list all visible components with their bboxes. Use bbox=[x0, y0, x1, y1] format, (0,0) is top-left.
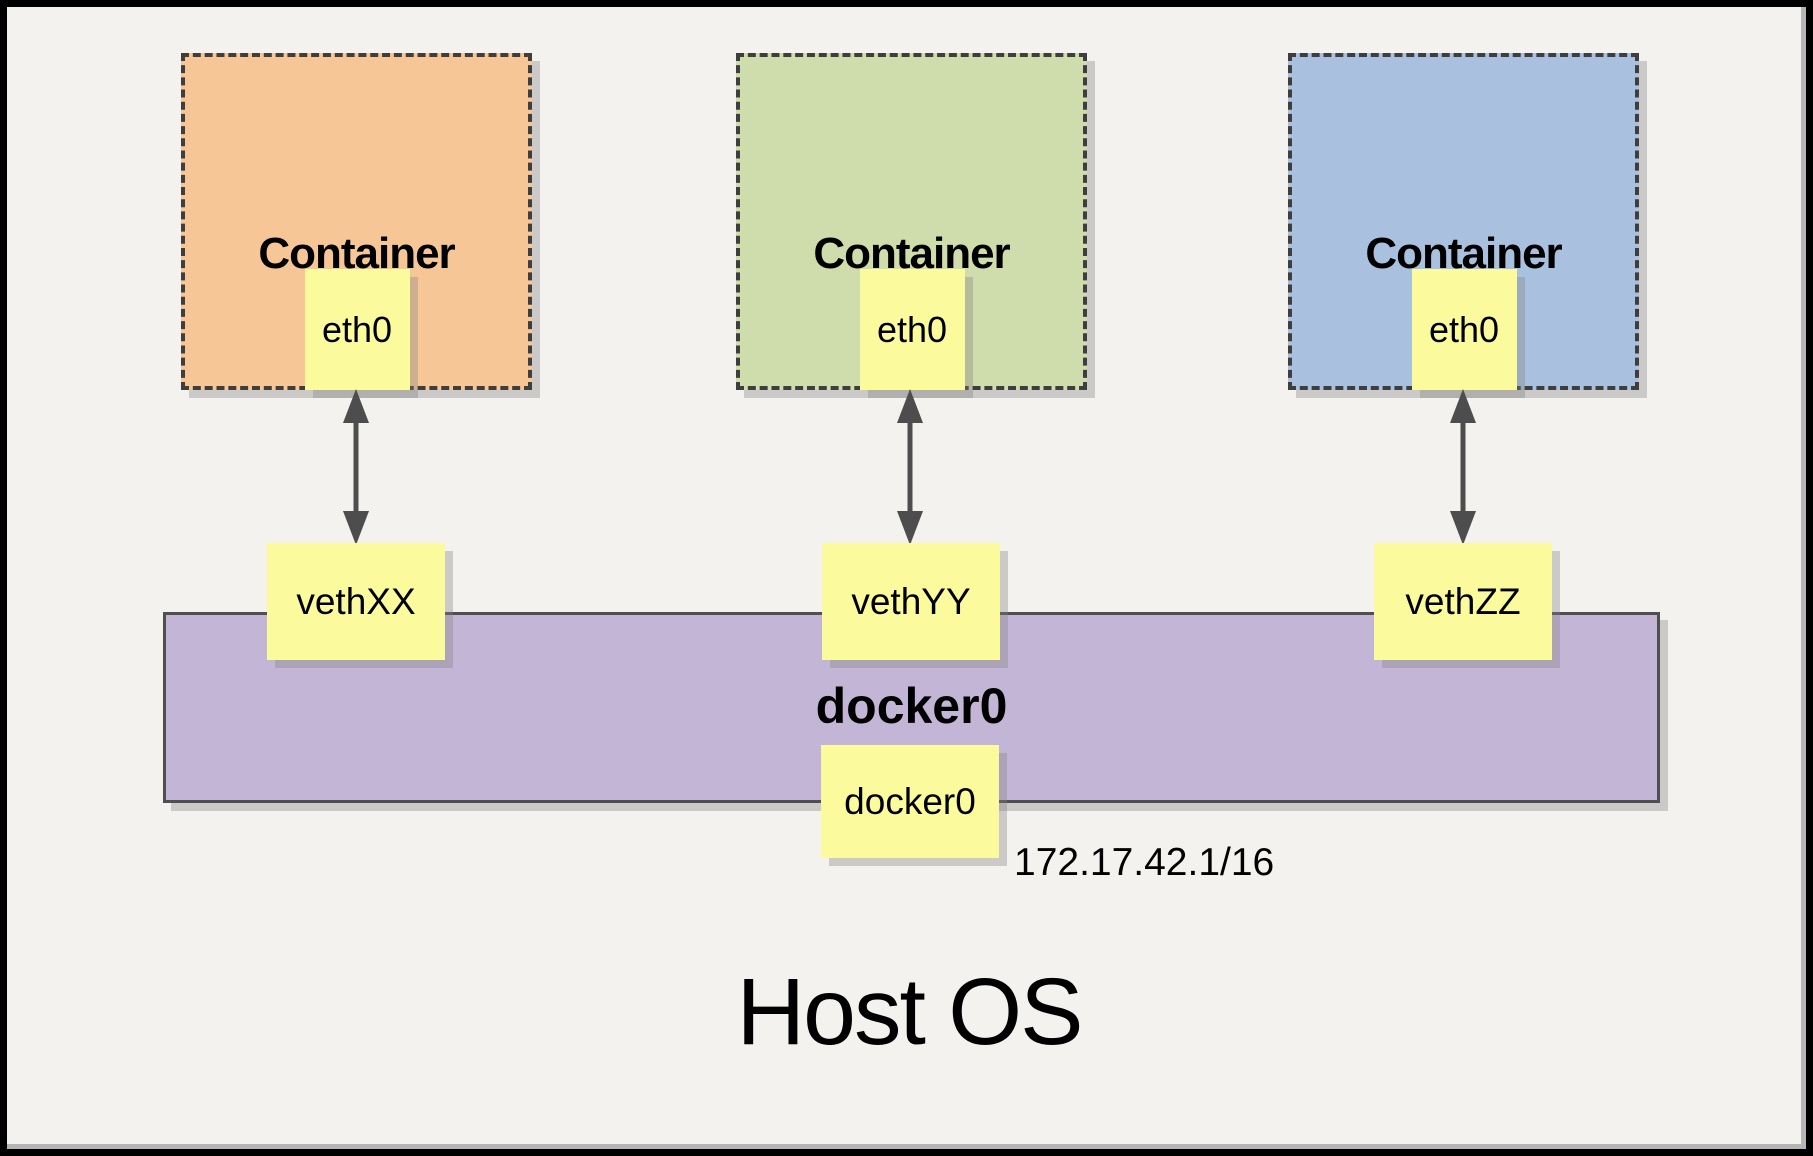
container-2-eth0-interface: eth0 bbox=[859, 269, 965, 390]
container-box-2: Container eth0 bbox=[736, 53, 1087, 390]
bidirectional-arrow-icon-1 bbox=[340, 389, 372, 545]
bidirectional-arrow-icon-3 bbox=[1447, 389, 1479, 545]
container-2-eth0-label: eth0 bbox=[876, 308, 948, 350]
veth-interface-2-label: vethYY bbox=[851, 580, 971, 622]
veth-interface-1-label: vethXX bbox=[296, 580, 416, 622]
container-box-1: Container eth0 bbox=[181, 53, 532, 390]
veth-interface-1: vethXX bbox=[267, 543, 445, 660]
docker0-interface: docker0 bbox=[821, 745, 999, 858]
docker0-interface-label: docker0 bbox=[844, 780, 976, 822]
veth-interface-3: vethZZ bbox=[1374, 543, 1552, 660]
container-1-eth0-label: eth0 bbox=[321, 308, 393, 350]
container-3-eth0-label: eth0 bbox=[1428, 308, 1500, 350]
bridge-ip-address: 172.17.42.1/16 bbox=[1014, 841, 1275, 884]
host-os-title: Host OS bbox=[736, 959, 1084, 1065]
veth-interface-3-label: vethZZ bbox=[1405, 580, 1521, 622]
container-box-3: Container eth0 bbox=[1288, 53, 1639, 390]
bidirectional-arrow-icon-2 bbox=[894, 389, 926, 545]
container-3-eth0-interface: eth0 bbox=[1411, 269, 1517, 390]
veth-interface-2: vethYY bbox=[822, 543, 1000, 660]
docker0-bridge-label: docker0 bbox=[815, 678, 1008, 734]
container-1-eth0-interface: eth0 bbox=[304, 269, 410, 390]
